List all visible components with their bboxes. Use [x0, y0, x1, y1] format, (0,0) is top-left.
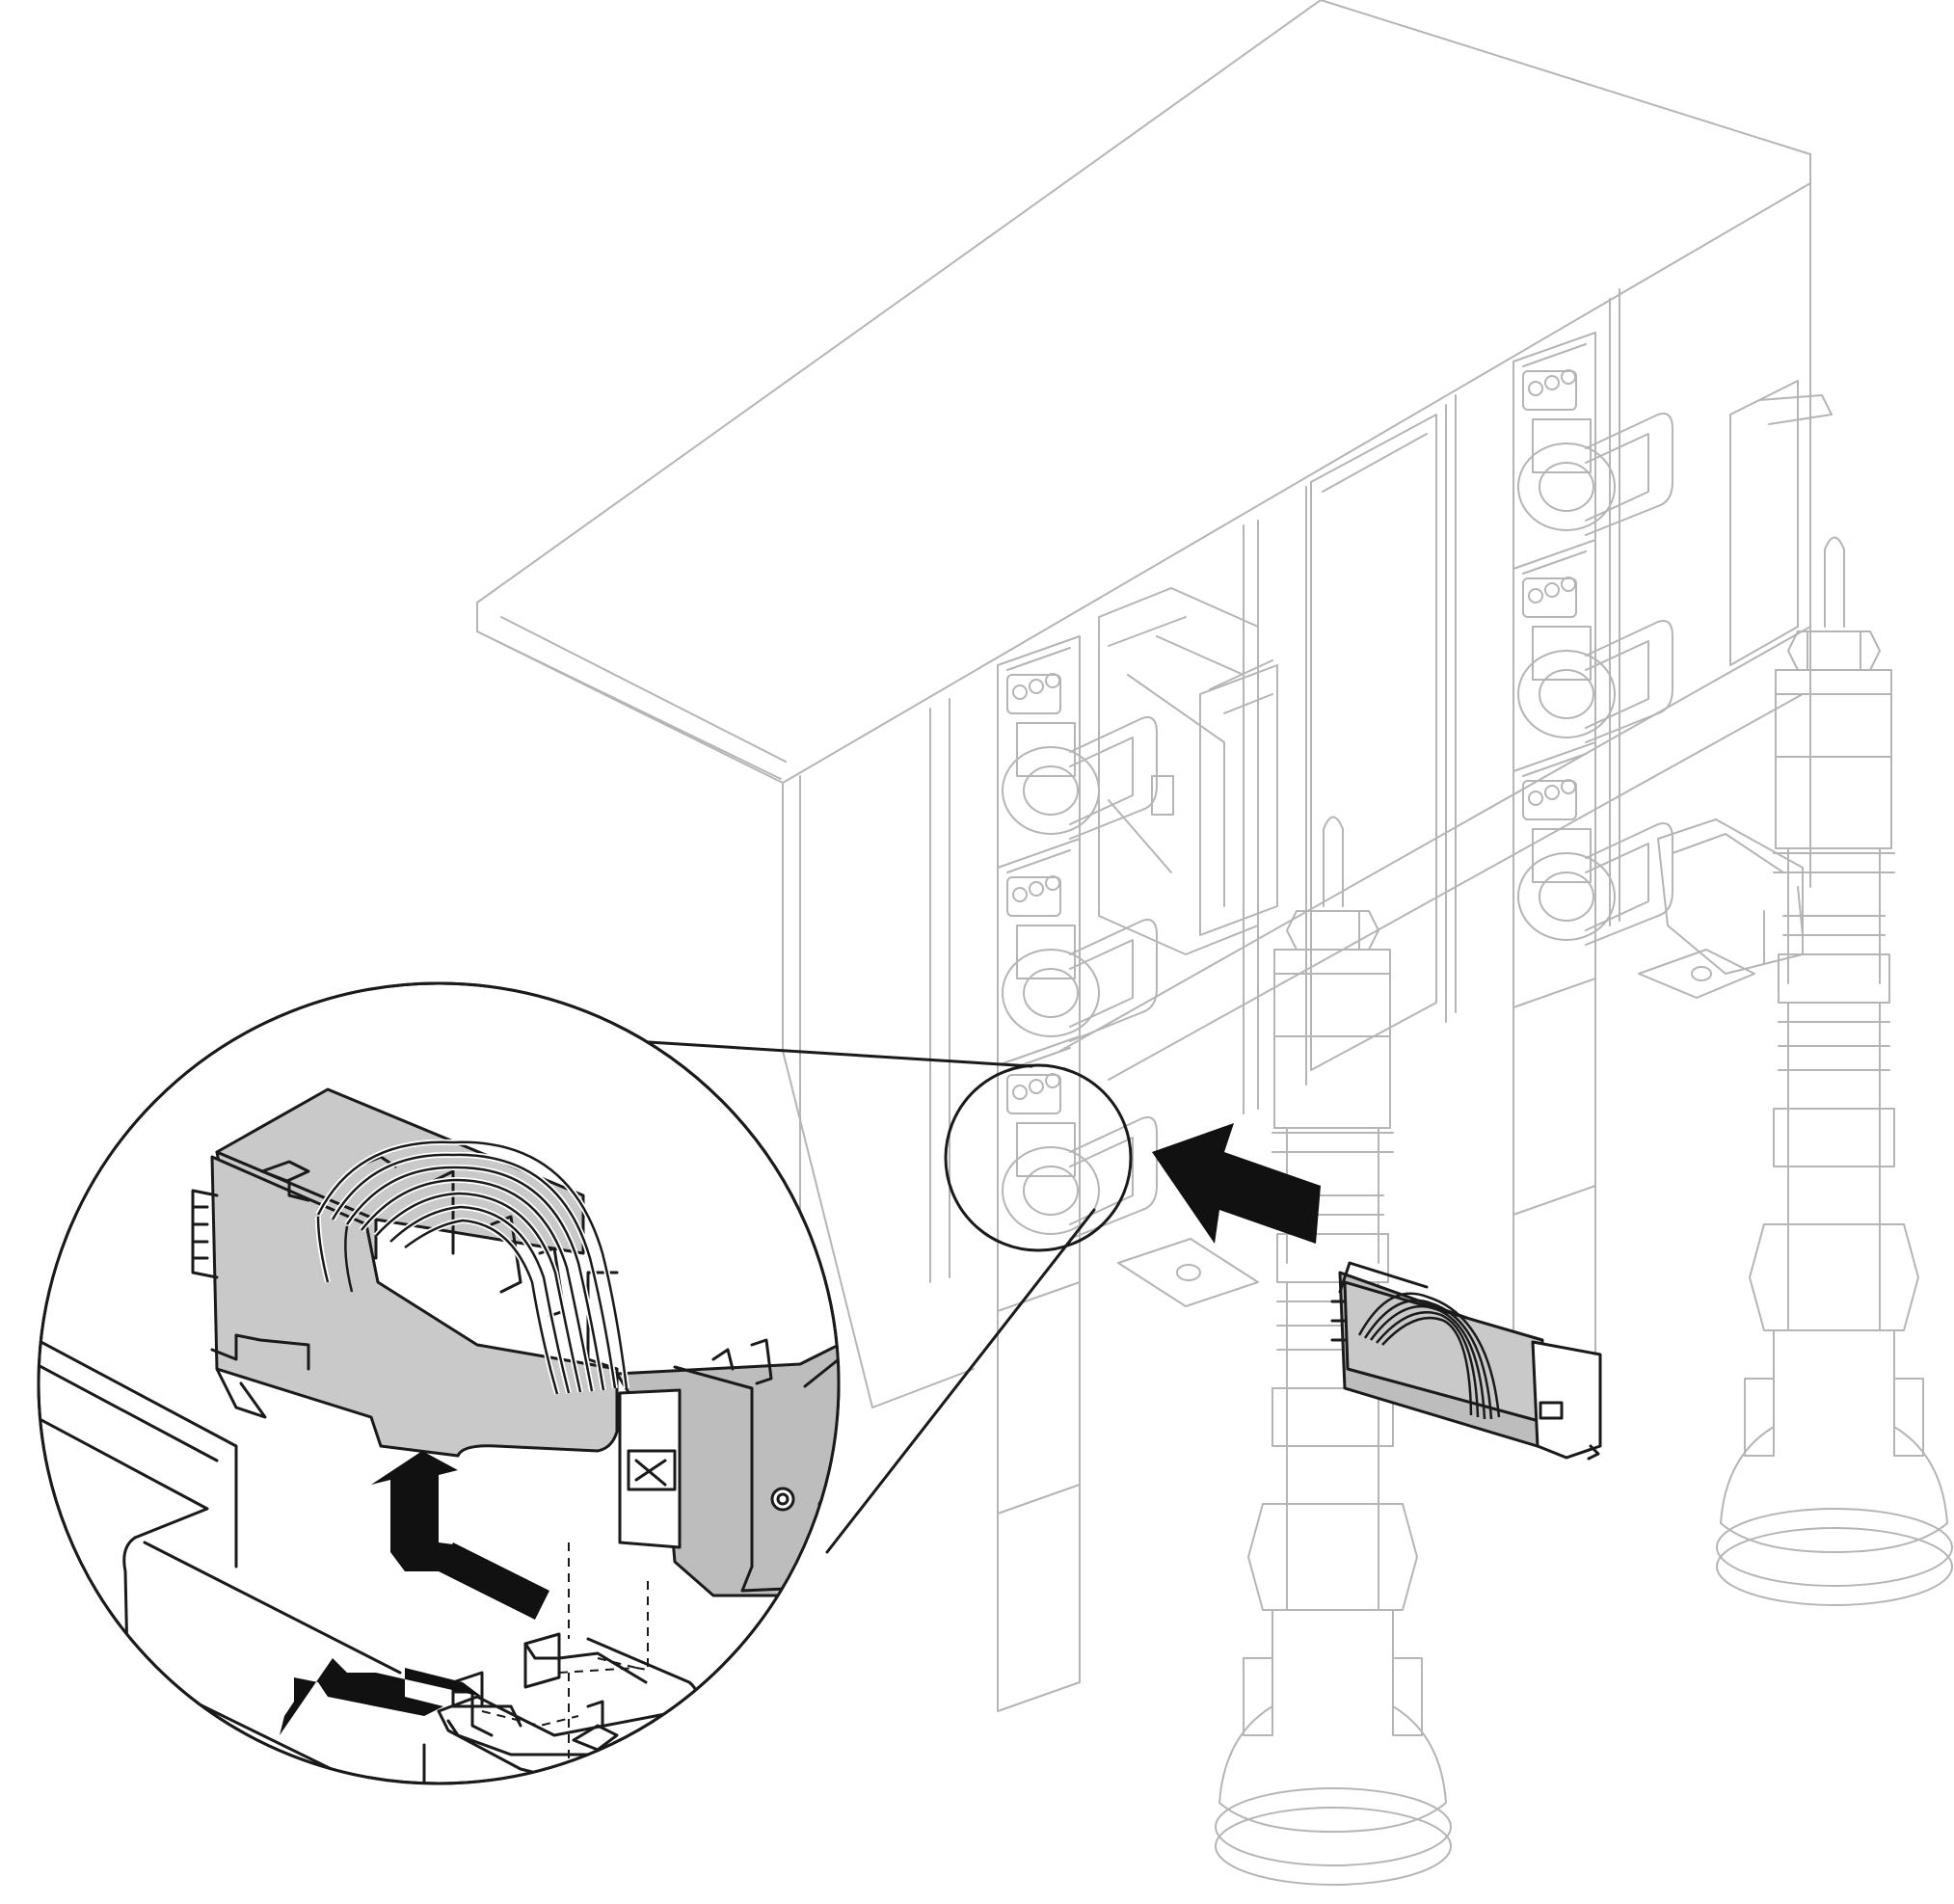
detail-view: [37, 981, 841, 1785]
arrow-slide-icon: [280, 1658, 482, 1735]
water-manifold-left: [1215, 816, 1452, 1886]
cable-guide-small: [1330, 1261, 1602, 1461]
arrow-lift-icon: [371, 1451, 458, 1571]
arrow-push-icon: [1152, 1123, 1321, 1244]
callout-leader-bottom: [825, 1208, 1096, 1554]
base-bracket: [1117, 818, 1804, 1307]
callout-circle: [944, 1063, 1133, 1252]
latch-module: [1098, 587, 1278, 955]
water-manifold-right: [1716, 536, 1953, 1606]
cable-guide-detail: [191, 1087, 839, 1597]
